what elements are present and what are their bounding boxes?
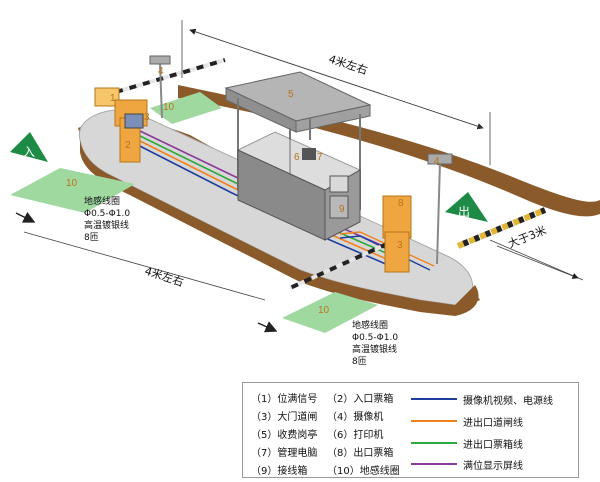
legend-item-10: （10）地感线圈 [327,466,400,477]
num-8: 8 [398,198,404,209]
legend: （1）位满信号 （2）入口票箱 （3）大门道闸 （4）摄像机 （5）收费岗亭 （… [242,382,579,478]
legend-item-1: （1）位满信号 [251,394,318,405]
dim-top: 4米左右 [327,52,369,78]
svg-text:入: 入 [23,145,35,159]
svg-text:地感线圈: 地感线圈 [352,319,388,331]
num-9: 9 [339,204,345,215]
entry-sign: 入 [10,132,48,162]
toll-booth [224,71,372,241]
num-4b: 4 [434,156,440,167]
num-1: 1 [110,93,116,104]
num-4a: 4 [158,66,164,77]
svg-text:8匝: 8匝 [352,356,367,367]
legend-item-9: （9）接线箱 [251,466,308,477]
flow-arrows [15,211,278,333]
loop-arrow [257,321,278,333]
component-numbers: 1 2 3 3 4 4 5 6 7 8 9 10 10 10 [66,66,440,316]
svg-text:Φ0.5-Φ1.0: Φ0.5-Φ1.0 [352,333,398,343]
dimension-lines [23,20,584,301]
legend-item-2: （2）入口票箱 [327,394,394,405]
legend-line-ticket [411,442,457,444]
legend-line-label-video: 摄像机视频、电源线 [463,396,553,407]
legend-line-label-ticket: 进出口票箱线 [463,440,523,451]
entry-equipment [94,55,171,163]
legend-item-6: （6）打印机 [327,430,384,441]
exit-sign: 出 [445,192,488,222]
entry-arrow [15,211,36,223]
ground-loops [10,92,378,333]
num-2: 2 [125,140,131,151]
barrier-gates [115,58,547,290]
svg-text:地感线圈: 地感线圈 [84,195,120,207]
legend-item-7: （7）管理电脑 [251,448,318,459]
svg-text:Φ0.5-Φ1.0: Φ0.5-Φ1.0 [84,209,130,219]
legend-item-8: （8）出口票箱 [327,448,394,459]
num-10c: 10 [318,305,330,316]
num-3b: 3 [397,240,403,251]
legend-line-label-gate: 进出口道闸线 [463,418,523,429]
loop-note-bottom: 地感线圈 Φ0.5-Φ1.0 高温镀银线 8匝 [352,319,398,367]
num-5: 5 [288,89,294,100]
num-10a: 10 [66,178,78,189]
dim-left: 4米左右 [143,264,185,290]
exit-equipment [382,153,453,273]
svg-text:8匝: 8匝 [84,232,99,243]
legend-line-display [411,463,457,465]
num-7: 7 [317,152,323,163]
num-6: 6 [294,152,300,163]
legend-line-video [411,398,457,400]
svg-text:出: 出 [458,205,470,219]
legend-item-3: （3）大门道闸 [251,412,318,423]
num-10b: 10 [163,102,175,113]
legend-line-gate [411,420,457,422]
num-3a: 3 [144,112,150,123]
svg-text:高温镀银线: 高温镀银线 [84,219,129,231]
legend-item-4: （4）摄像机 [327,412,384,423]
svg-text:高温镀银线: 高温镀银线 [352,343,397,355]
loop-note-left: 地感线圈 Φ0.5-Φ1.0 高温镀银线 8匝 [84,195,130,243]
legend-line-label-display: 满位显示屏线 [463,461,523,472]
legend-item-5: （5）收费岗亭 [251,430,318,441]
